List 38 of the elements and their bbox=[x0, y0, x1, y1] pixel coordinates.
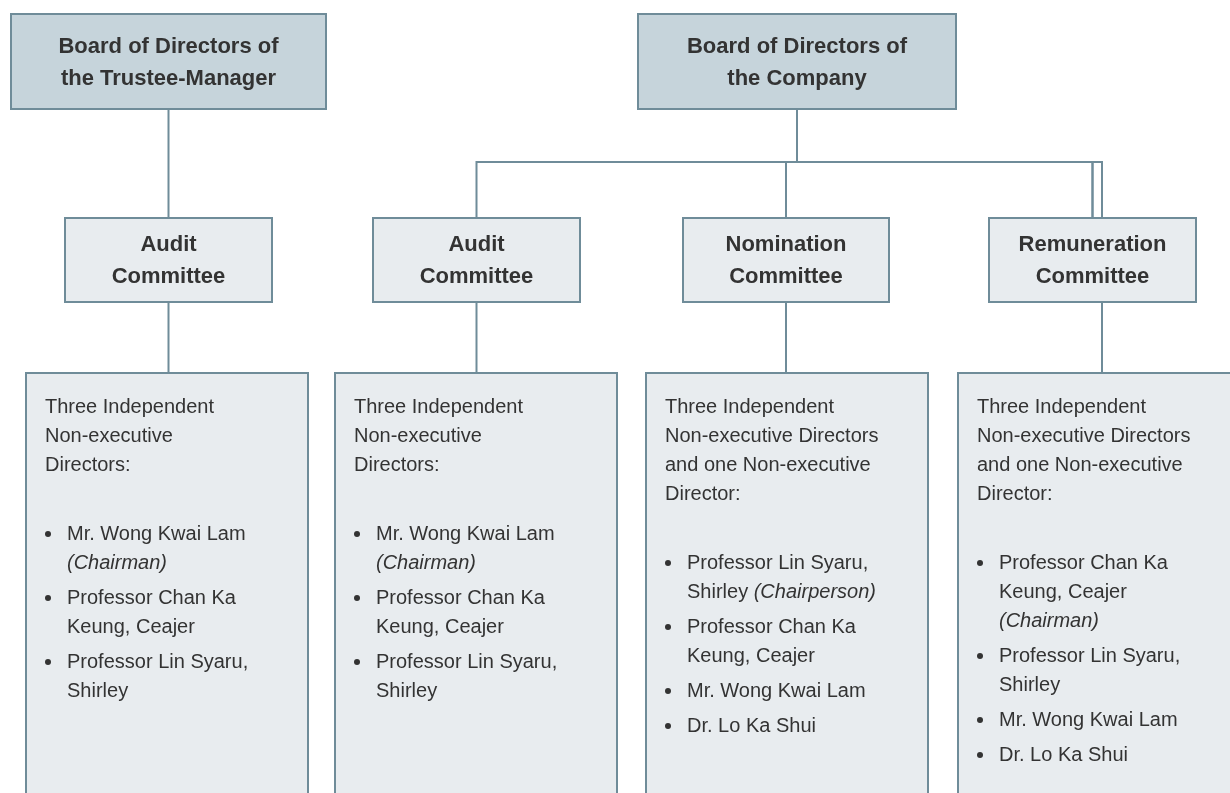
connector-line bbox=[167, 302, 170, 373]
members-box bbox=[957, 372, 1230, 793]
members-heading: Three Independent Non-executive Directors and one Non-executive Director: bbox=[665, 394, 880, 506]
member-name: Mr. Wong Kwai Lam bbox=[999, 707, 1179, 732]
committee-title: Remuneration Committee bbox=[1017, 230, 1168, 290]
members-heading: Three Independent Non-executive Directors: bbox=[354, 394, 525, 477]
connector-line bbox=[785, 302, 787, 373]
member-name: Professor Chan Ka Keung, Ceajer (Chairman) bbox=[999, 550, 1169, 633]
members-heading: Three Independent Non-executive Directors: bbox=[45, 394, 216, 477]
member-name: Mr. Wong Kwai Lam (Chairman) bbox=[376, 521, 556, 575]
member-name: Mr. Wong Kwai Lam (Chairman) bbox=[67, 521, 247, 575]
member-name: Professor Chan Ka Keung, Ceajer bbox=[376, 585, 546, 639]
board-title: Board of Directors of the Company bbox=[686, 31, 908, 92]
member-name: Dr. Lo Ka Shui bbox=[999, 742, 1129, 767]
member-name: Professor Lin Syaru, Shirley bbox=[999, 643, 1182, 697]
members-box bbox=[334, 372, 618, 793]
committee-title: Audit Committee bbox=[110, 230, 227, 290]
member-name: Professor Chan Ka Keung, Ceajer bbox=[67, 585, 237, 639]
member-name: Professor Lin Syaru, Shirley bbox=[376, 649, 559, 703]
member-name: Professor Lin Syaru, Shirley (Chairperson) bbox=[687, 550, 877, 604]
committee-title: Audit Committee bbox=[418, 230, 535, 290]
committee-box bbox=[372, 217, 581, 303]
member-name: Professor Chan Ka Keung, Ceajer bbox=[687, 614, 857, 668]
members-box bbox=[25, 372, 309, 793]
member-name: Professor Lin Syaru, Shirley bbox=[67, 649, 250, 703]
member-name: Dr. Lo Ka Shui bbox=[687, 713, 817, 738]
board-box bbox=[10, 13, 327, 110]
committee-box bbox=[64, 217, 273, 303]
committee-box bbox=[682, 217, 890, 303]
members-box bbox=[645, 372, 929, 793]
board-title: Board of Directors of the Trustee-Manager bbox=[57, 31, 280, 92]
board-box bbox=[637, 13, 957, 110]
member-name: Mr. Wong Kwai Lam bbox=[687, 678, 867, 703]
committee-title: Nomination Committee bbox=[724, 230, 848, 290]
connector-line bbox=[475, 302, 478, 373]
committee-box bbox=[988, 217, 1197, 303]
members-heading: Three Independent Non-executive Directors and one Non-executive Director: bbox=[977, 394, 1192, 506]
connector-line bbox=[167, 109, 170, 218]
